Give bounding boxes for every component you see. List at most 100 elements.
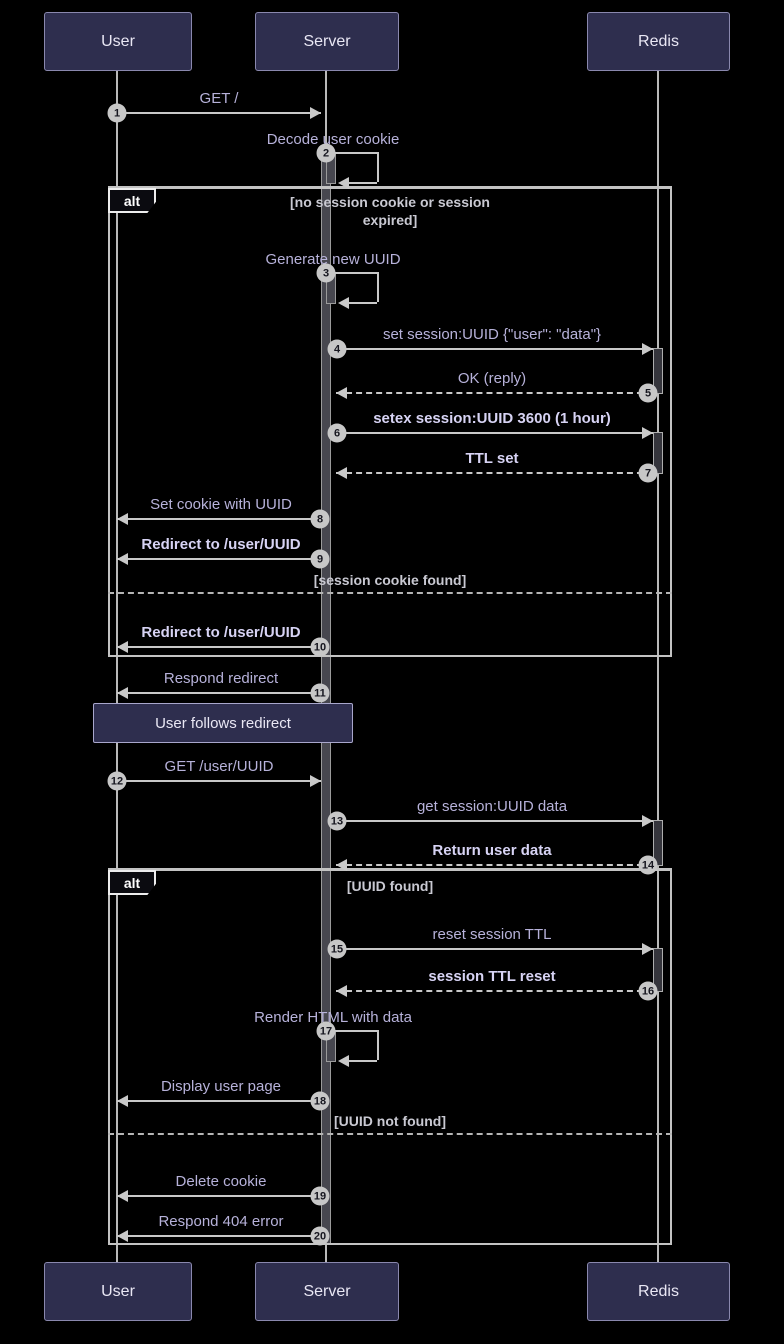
message-arrow [117, 646, 321, 648]
message-label: Generate new UUID [265, 251, 401, 268]
message-label: Display user page [160, 1078, 282, 1095]
self-message-line [347, 182, 377, 184]
seq-number-badge: 14 [638, 855, 658, 875]
message-arrow [117, 518, 321, 520]
participant-label: User [101, 1282, 135, 1300]
alt-condition-1-line1: [no session cookie or session [290, 194, 490, 210]
seq-number-badge: 2 [316, 143, 336, 163]
seq-number-badge: 11 [310, 683, 330, 703]
arrowhead-icon [642, 815, 653, 827]
seq-number-badge: 20 [310, 1226, 330, 1246]
message-label: session TTL reset [428, 968, 556, 985]
seq-number-badge: 5 [638, 383, 658, 403]
seq-number-badge: 18 [310, 1091, 330, 1111]
message-arrow [117, 558, 321, 560]
seq-number-badge: 4 [327, 339, 347, 359]
message-label: Delete cookie [175, 1173, 267, 1190]
participant-user-bottom: User [44, 1262, 192, 1321]
participant-server-top: Server [255, 12, 399, 71]
seq-number-badge: 15 [327, 939, 347, 959]
arrowhead-icon [338, 297, 349, 309]
arrowhead-icon [338, 1055, 349, 1067]
seq-number-badge: 12 [107, 771, 127, 791]
alt-tab-1: alt [108, 188, 156, 213]
seq-number-badge: 8 [310, 509, 330, 529]
alt-else-divider-1 [108, 592, 672, 594]
alt-frame-1 [108, 186, 672, 657]
participant-label: Server [303, 32, 351, 50]
participant-user-top: User [44, 12, 192, 71]
arrowhead-icon [336, 985, 347, 997]
participant-redis-top: Redis [587, 12, 730, 71]
message-arrow [117, 1235, 321, 1237]
message-return-arrow [336, 392, 653, 394]
message-arrow [117, 780, 321, 782]
message-label: reset session TTL [432, 926, 552, 943]
participant-label: Server [303, 1282, 351, 1300]
seq-number-badge: 9 [310, 549, 330, 569]
message-label: Respond 404 error [158, 1213, 284, 1230]
arrowhead-icon [642, 343, 653, 355]
arrowhead-icon [310, 107, 321, 119]
self-message-line [377, 1030, 379, 1060]
seq-number-badge: 7 [638, 463, 658, 483]
message-label: Decode user cookie [266, 131, 400, 148]
participant-redis-bottom: Redis [587, 1262, 730, 1321]
message-return-arrow [336, 864, 653, 866]
activation-bar-redis [653, 820, 663, 866]
participant-server-bottom: Server [255, 1262, 399, 1321]
message-label: Redirect to /user/UUID [141, 624, 301, 641]
message-label: GET / [199, 90, 239, 107]
alt-else-condition-2: [UUID not found] [334, 1113, 446, 1129]
message-label: set session:UUID {"user": "data"} [382, 326, 602, 343]
message-label: Render HTML with data [254, 1009, 412, 1026]
arrowhead-icon [642, 427, 653, 439]
arrowhead-icon [117, 1230, 128, 1242]
seq-number-badge: 6 [327, 423, 347, 443]
arrowhead-icon [117, 513, 128, 525]
arrowhead-icon [117, 687, 128, 699]
message-label: GET /user/UUID [164, 758, 274, 775]
seq-number-badge: 13 [327, 811, 347, 831]
message-label: Return user data [432, 842, 552, 859]
message-arrow [331, 432, 653, 434]
self-message-line [331, 1030, 377, 1032]
self-message-line [377, 152, 379, 182]
alt-tab-2: alt [108, 870, 156, 895]
alt-condition-2: [UUID found] [346, 878, 434, 894]
message-arrow [117, 1195, 321, 1197]
seq-number-badge: 16 [638, 981, 658, 1001]
message-arrow [331, 820, 653, 822]
participant-label: User [101, 32, 135, 50]
lifeline-redis [657, 69, 659, 1262]
self-message-line [347, 1060, 377, 1062]
message-label: get session:UUID data [416, 798, 568, 815]
alt-condition-1-line2: expired] [362, 212, 418, 228]
arrowhead-icon [336, 387, 347, 399]
message-arrow [117, 1100, 321, 1102]
arrowhead-icon [310, 775, 321, 787]
arrowhead-icon [117, 1095, 128, 1107]
arrowhead-icon [117, 1190, 128, 1202]
message-label: TTL set [465, 450, 519, 467]
arrowhead-icon [336, 859, 347, 871]
message-arrow [331, 348, 653, 350]
message-return-arrow [336, 990, 653, 992]
message-label: Respond redirect [163, 670, 279, 687]
message-label: Set cookie with UUID [150, 496, 292, 513]
message-arrow [117, 112, 321, 114]
seq-number-badge: 10 [310, 637, 330, 657]
message-arrow [331, 948, 653, 950]
arrowhead-icon [642, 943, 653, 955]
seq-number-badge: 19 [310, 1186, 330, 1206]
arrowhead-icon [338, 177, 349, 189]
self-message-line [331, 152, 377, 154]
note-box: User follows redirect [93, 703, 353, 743]
seq-number-badge: 3 [316, 263, 336, 283]
message-label: setex session:UUID 3600 (1 hour) [373, 410, 611, 427]
seq-number-badge: 17 [316, 1021, 336, 1041]
message-label: Redirect to /user/UUID [141, 536, 301, 553]
lifeline-user [116, 69, 118, 1262]
participant-label: Redis [638, 1282, 679, 1300]
